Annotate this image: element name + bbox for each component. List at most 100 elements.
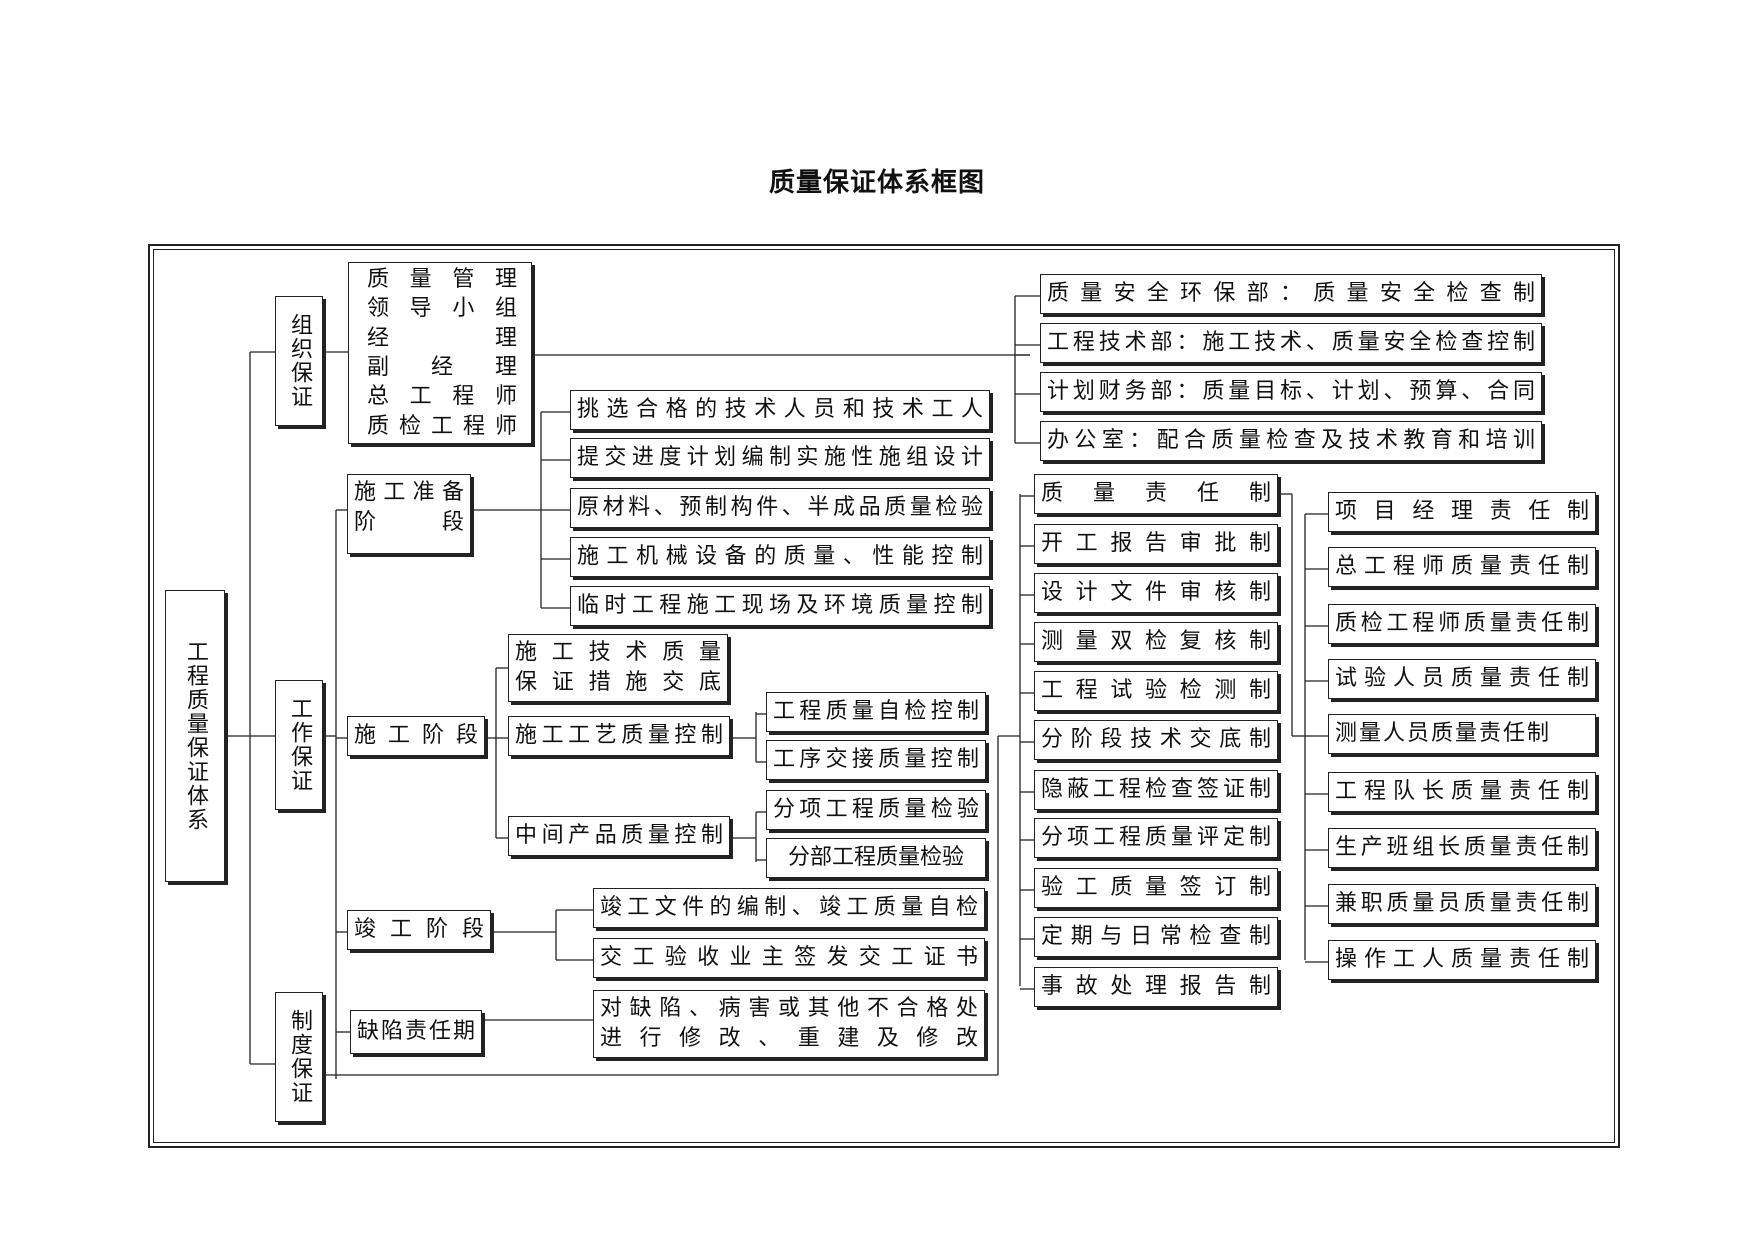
system-item: 事故处理报告制 — [1034, 967, 1278, 1007]
branch-work-label: 工作保证 — [287, 697, 312, 793]
sub-process-line: 施工工艺质量控制 — [515, 723, 723, 748]
sub-tech-line: 保证措施交底 — [515, 670, 721, 695]
org-leaders-box-line: 副经理 — [367, 354, 517, 380]
system-item: 工程试验检测制 — [1034, 671, 1278, 711]
org-leaders-box-line: 质检工程师 — [367, 413, 517, 439]
org-leaders-box-line: 总工程师 — [367, 384, 517, 410]
system-item-line: 分项工程质量评定制 — [1041, 825, 1271, 850]
prep-item-line: 提交进度计划编制实施性施组设计 — [577, 445, 983, 470]
responsibility-item: 操作工人质量责任制 — [1328, 940, 1596, 980]
responsibility-item: 试验人员质量责任制 — [1328, 659, 1596, 699]
responsibility-item-line: 项目经理责任制 — [1335, 499, 1589, 524]
stage-defect: 缺陷责任期 — [350, 1010, 482, 1054]
responsibility-item: 质检工程师质量责任制 — [1328, 604, 1596, 644]
process-item: 工程质量自检控制 — [766, 692, 986, 732]
sub-tech: 施工技术质量保证措施交底 — [508, 634, 728, 702]
branch-work: 工作保证 — [275, 680, 323, 810]
completion-item: 交工验收业主签发交工证书 — [593, 938, 985, 978]
sub-intermediate-line: 中间产品质量控制 — [515, 823, 723, 848]
system-item-line: 定期与日常检查制 — [1041, 924, 1271, 949]
system-item: 验工质量签订制 — [1034, 868, 1278, 908]
sub-tech-line: 施工技术质量 — [515, 640, 721, 665]
department-item: 质量安全环保部：质量安全检查制 — [1040, 274, 1542, 314]
prep-item: 临时工程施工现场及环境质量控制 — [570, 586, 990, 626]
department-item-line: 工程技术部：施工技术、质量安全检查控制 — [1047, 330, 1535, 355]
system-item-line: 质量责任制 — [1041, 481, 1271, 506]
department-item-line: 计划财务部：质量目标、计划、预算、合同 — [1047, 379, 1535, 404]
intermediate-item: 分部工程质量检验 — [766, 838, 986, 878]
outer-frame — [148, 244, 1620, 1148]
department-item-line: 办公室：配合质量检查及技术教育和培训 — [1047, 428, 1535, 453]
sub-intermediate: 中间产品质量控制 — [508, 816, 730, 856]
department-item: 办公室：配合质量检查及技术教育和培训 — [1040, 421, 1542, 461]
stage-completion-line: 竣工阶段 — [354, 917, 484, 942]
stage-prep-line: 施工准备 — [354, 480, 464, 505]
inner-frame — [153, 249, 1615, 1143]
system-item-line: 事故处理报告制 — [1041, 974, 1271, 999]
prep-item: 挑选合格的技术人员和技术工人 — [570, 390, 990, 430]
stage-construction-line: 施工阶段 — [354, 723, 478, 748]
intermediate-item-line: 分部工程质量检验 — [787, 845, 964, 870]
prep-item-line: 施工机械设备的质量、性能控制 — [577, 544, 983, 569]
process-item: 工序交接质量控制 — [766, 740, 986, 780]
responsibility-item: 工程队长质量责任制 — [1328, 772, 1596, 812]
completion-item-line: 交工验收业主签发交工证书 — [600, 945, 978, 970]
responsibility-item: 生产班组长质量责任制 — [1328, 828, 1596, 868]
system-item-line: 分阶段技术交底制 — [1041, 727, 1271, 752]
system-item-line: 测量双检复核制 — [1041, 629, 1271, 654]
responsibility-item-line: 工程队长质量责任制 — [1335, 779, 1589, 804]
defect-item-line: 进行修改、重建及修改 — [600, 1026, 978, 1051]
system-item-line: 工程试验检测制 — [1041, 678, 1271, 703]
intermediate-item-line: 分项工程质量检验 — [773, 797, 979, 822]
org-leaders-box-line: 领导小组 — [367, 296, 517, 322]
defect-item-line: 对缺陷、病害或其他不合格处 — [600, 996, 978, 1021]
system-item: 测量双检复核制 — [1034, 622, 1278, 662]
department-item: 工程技术部：施工技术、质量安全检查控制 — [1040, 323, 1542, 363]
prep-item-line: 挑选合格的技术人员和技术工人 — [577, 397, 983, 422]
process-item-line: 工序交接质量控制 — [773, 747, 979, 772]
org-leaders-box: 质量管理领导小组经理副经理总工程师质检工程师 — [348, 262, 532, 444]
system-item: 分阶段技术交底制 — [1034, 720, 1278, 760]
org-leaders-box-line: 经理 — [367, 325, 517, 351]
stage-completion: 竣工阶段 — [347, 910, 491, 950]
system-item: 分项工程质量评定制 — [1034, 818, 1278, 858]
prep-item-line: 临时工程施工现场及环境质量控制 — [577, 593, 983, 618]
prep-item-line: 原材料、预制构件、半成品质量检验 — [577, 495, 983, 520]
responsibility-item-line: 生产班组长质量责任制 — [1335, 835, 1589, 860]
responsibility-item-line: 兼职质量员质量责任制 — [1335, 891, 1589, 916]
diagram-title: 质量保证体系框图 — [768, 168, 985, 198]
responsibility-item-line: 总工程师质量责任制 — [1335, 554, 1589, 579]
system-item-line: 验工质量签订制 — [1041, 875, 1271, 900]
completion-item-line: 竣工文件的编制、竣工质量自检 — [600, 895, 978, 920]
system-item: 质量责任制 — [1034, 474, 1278, 514]
system-item: 定期与日常检查制 — [1034, 917, 1278, 957]
department-item-line: 质量安全环保部：质量安全检查制 — [1047, 281, 1535, 306]
responsibility-item: 总工程师质量责任制 — [1328, 547, 1596, 587]
department-item: 计划财务部：质量目标、计划、预算、合同 — [1040, 372, 1542, 412]
system-item-line: 隐蔽工程检查签证制 — [1041, 777, 1271, 802]
stage-construction: 施工阶段 — [347, 716, 485, 756]
stage-prep-line: 阶段 — [354, 510, 464, 535]
branch-org: 组织保证 — [275, 296, 323, 426]
system-item: 设计文件审核制 — [1034, 573, 1278, 613]
branch-system: 制度保证 — [275, 992, 323, 1122]
stage-prep: 施工准备阶段 — [347, 474, 471, 554]
prep-item: 施工机械设备的质量、性能控制 — [570, 537, 990, 577]
responsibility-item-line: 测量人员质量责任制 — [1335, 721, 1552, 746]
org-leaders-box-line: 质量管理 — [367, 267, 517, 292]
defect-item: 对缺陷、病害或其他不合格处进行修改、重建及修改 — [593, 990, 985, 1058]
responsibility-item-line: 质检工程师质量责任制 — [1335, 611, 1589, 636]
responsibility-item-line: 试验人员质量责任制 — [1335, 666, 1589, 691]
responsibility-item: 项目经理责任制 — [1328, 492, 1596, 532]
stage-defect-line: 缺陷责任期 — [357, 1019, 475, 1044]
completion-item: 竣工文件的编制、竣工质量自检 — [593, 888, 985, 928]
system-item-line: 开工报告审批制 — [1041, 531, 1271, 556]
prep-item: 提交进度计划编制实施性施组设计 — [570, 438, 990, 478]
responsibility-item-line: 操作工人质量责任制 — [1335, 947, 1589, 972]
root-box: 工程质量保证体系 — [165, 590, 225, 882]
system-item-line: 设计文件审核制 — [1041, 580, 1271, 605]
process-item-line: 工程质量自检控制 — [773, 699, 979, 724]
system-item: 开工报告审批制 — [1034, 524, 1278, 564]
branch-system-label: 制度保证 — [287, 1009, 312, 1105]
